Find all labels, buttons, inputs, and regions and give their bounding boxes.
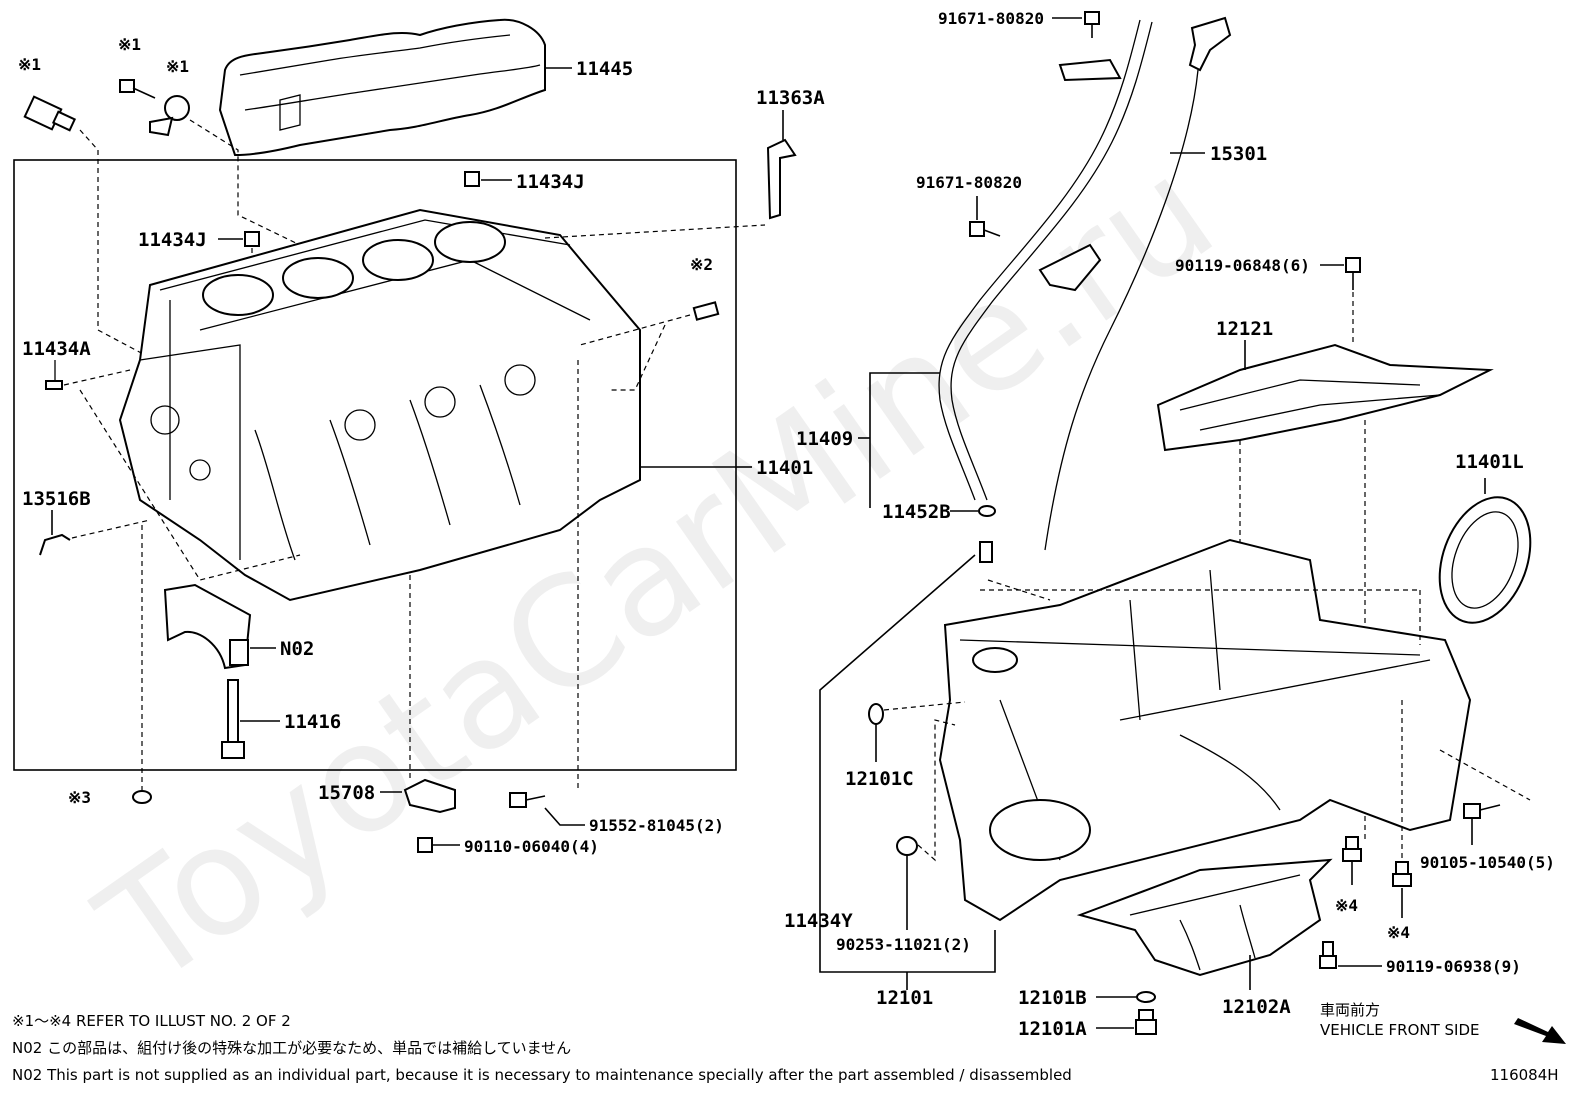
label-11409: 11409: [796, 428, 853, 450]
label-11363A: 11363A: [756, 87, 825, 109]
bracket-part[interactable]: [149, 95, 190, 137]
label-11416: 11416: [284, 711, 341, 733]
diagram-id: 116084H: [1490, 1066, 1559, 1084]
front-side-en: VEHICLE FRONT SIDE: [1320, 1021, 1480, 1039]
ref-note-1-c: ※1: [166, 57, 189, 76]
o-ring-part[interactable]: [868, 703, 884, 725]
sensor-part[interactable]: [23, 95, 77, 132]
drain-plug-part[interactable]: [1135, 1009, 1157, 1035]
label-11401L: 11401L: [1455, 451, 1524, 473]
dowel-pin-part[interactable]: [979, 541, 993, 563]
bolt-part[interactable]: [1342, 836, 1362, 862]
pipe-part[interactable]: [39, 533, 71, 556]
label-90119-06848: 90119-06848(6): [1175, 256, 1310, 275]
gasket-part[interactable]: [1136, 991, 1156, 1003]
bearing-cap-part[interactable]: [163, 583, 252, 670]
ref-note-3: ※3: [68, 788, 91, 807]
label-12101A: 12101A: [1018, 1018, 1087, 1040]
label-12121: 12121: [1216, 318, 1273, 340]
note-line-3: N02 This part is not supplied as an indi…: [12, 1066, 1072, 1084]
ref-note-4-b: ※4: [1387, 923, 1410, 942]
clamp-part[interactable]: [766, 138, 797, 220]
oil-seal-part[interactable]: [1423, 485, 1546, 636]
label-12102A: 12102A: [1222, 996, 1291, 1018]
baffle-plate-part[interactable]: [1156, 343, 1494, 452]
front-arrow-icon: [1514, 1018, 1566, 1044]
cylinder-block-part[interactable]: [118, 208, 641, 602]
pin-part[interactable]: [692, 301, 720, 321]
bolt-part[interactable]: [509, 792, 546, 808]
bolt-part[interactable]: [969, 221, 1001, 237]
bolt-part[interactable]: [1084, 11, 1100, 25]
bolt-part[interactable]: [221, 679, 245, 759]
note-line-1: ※1～※4 REFER TO ILLUST NO. 2 OF 2: [12, 1012, 291, 1030]
label-91552: 91552-81045(2): [589, 816, 724, 835]
label-N02: N02: [280, 638, 314, 660]
label-12101B: 12101B: [1018, 987, 1087, 1009]
note-line-2: N02 この部品は、組付け後の特殊な加工が必要なため、単品では補給していません: [12, 1039, 571, 1057]
label-90110: 90110-06040(4): [464, 837, 599, 856]
ref-note-2: ※2: [690, 255, 713, 274]
cylinder-block-frame: [13, 159, 737, 771]
dowel-pin-part[interactable]: [244, 231, 260, 247]
label-15708: 15708: [318, 782, 375, 804]
label-90105: 90105-10540(5): [1420, 853, 1555, 872]
dowel-pin-part[interactable]: [464, 171, 480, 187]
label-12101C: 12101C: [845, 768, 914, 790]
label-12101: 12101: [876, 987, 933, 1009]
label-11434J-upper: 11434J: [516, 171, 585, 193]
oil-dipstick-part[interactable]: [1044, 16, 1232, 551]
label-11401: 11401: [756, 457, 813, 479]
oil-pan-lower-part[interactable]: [1076, 858, 1333, 977]
oil-pan-upper-part[interactable]: [938, 538, 1472, 922]
nozzle-part[interactable]: [403, 778, 456, 814]
timing-cover-part[interactable]: [218, 18, 546, 157]
bolt-part[interactable]: [1345, 257, 1361, 290]
bolt-part[interactable]: [1463, 803, 1501, 819]
dowel-pin-part[interactable]: [45, 380, 63, 390]
label-91671-top: 91671-80820: [938, 9, 1044, 28]
plug-part[interactable]: [896, 836, 918, 856]
ref-note-4-a: ※4: [1335, 896, 1358, 915]
label-11434J-left: 11434J: [138, 229, 207, 251]
bolt-part[interactable]: [1319, 941, 1337, 969]
nut-part[interactable]: [132, 790, 152, 804]
label-91671-mid: 91671-80820: [916, 173, 1022, 192]
label-11452B: 11452B: [882, 501, 951, 523]
label-13516B: 13516B: [22, 488, 91, 510]
label-11434Y: 11434Y: [784, 910, 853, 932]
bolt-part[interactable]: [119, 79, 156, 99]
label-90119-06938: 90119-06938(9): [1386, 957, 1521, 976]
ref-note-1-a: ※1: [18, 55, 41, 74]
dipstick-guide-part[interactable]: [938, 19, 1153, 501]
bolt-part[interactable]: [417, 837, 433, 853]
ref-note-1-b: ※1: [118, 35, 141, 54]
label-90253: 90253-11021(2): [836, 935, 971, 954]
label-11434A: 11434A: [22, 338, 91, 360]
bolt-part[interactable]: [1392, 861, 1412, 887]
o-ring-part[interactable]: [978, 505, 996, 517]
front-side-jp: 車両前方: [1320, 1001, 1380, 1019]
label-11445: 11445: [576, 58, 633, 80]
label-15301: 15301: [1210, 143, 1267, 165]
